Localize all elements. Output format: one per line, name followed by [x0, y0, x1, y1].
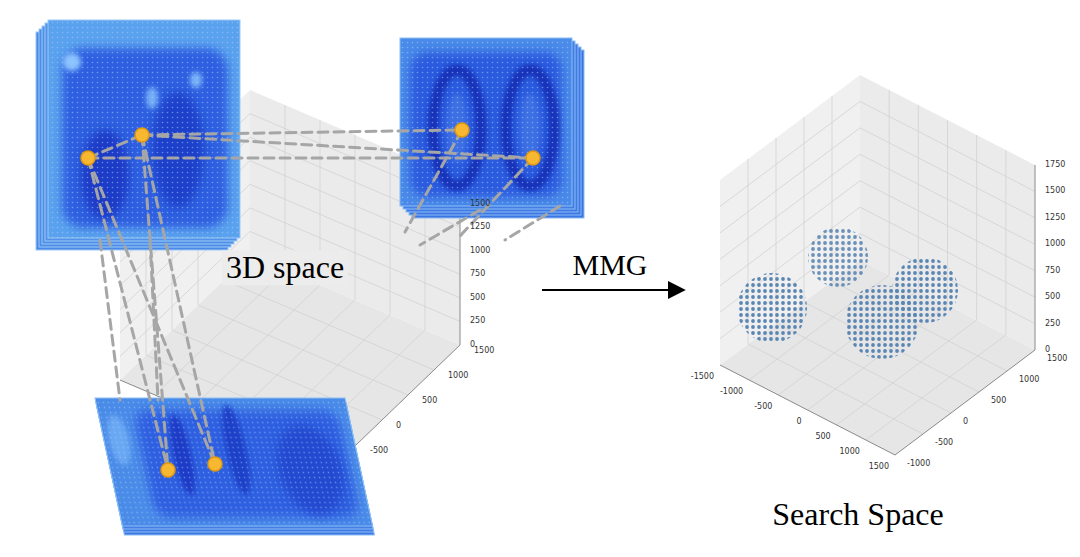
tick-label: 250	[470, 317, 485, 326]
tick-label: 1000	[839, 448, 859, 457]
tick-label: 1500	[1047, 355, 1067, 364]
tick-label: 0	[1045, 346, 1050, 355]
axis-line	[1035, 165, 1036, 350]
tick-label: 250	[1045, 319, 1060, 328]
tick-label: 1250	[470, 223, 490, 232]
grid-line	[1005, 150, 1006, 335]
grid-line	[285, 105, 286, 270]
tick-label: 1000	[448, 372, 468, 381]
grid-line	[355, 135, 356, 300]
tick-label: 1500	[1045, 187, 1065, 196]
heatmap-bottom	[95, 398, 374, 535]
axis-line	[895, 350, 1035, 455]
axis-line	[720, 365, 895, 455]
tick-label: -500	[370, 447, 388, 456]
grid-line	[198, 305, 408, 395]
grid-line	[860, 101, 1035, 191]
tick-label: 1250	[1045, 213, 1065, 222]
method-label: MMG	[572, 248, 647, 281]
tick-label: 750	[470, 270, 485, 279]
grid-line	[390, 150, 391, 315]
tick-label: 500	[470, 293, 485, 302]
projection-lines	[88, 130, 560, 470]
tick-label: -1000	[907, 460, 930, 469]
tick-label: 1000	[1019, 376, 1039, 385]
tick-label: 1750	[1045, 161, 1065, 170]
axis-pane	[720, 75, 860, 365]
tick-label: 1000	[470, 246, 490, 255]
tick-label: 750	[1045, 266, 1060, 275]
grid-line	[976, 135, 977, 320]
tick-label: 0	[963, 418, 968, 427]
point-clusters	[737, 227, 958, 359]
grid-line	[804, 117, 805, 302]
tick-label: 0	[396, 422, 401, 431]
tick-label: 500	[991, 397, 1006, 406]
plot-label: 3D space	[222, 250, 348, 285]
keypoints	[81, 123, 540, 477]
tick-label: -500	[754, 403, 772, 412]
grid-line	[720, 128, 860, 233]
tick-label: -500	[935, 439, 953, 448]
plot-title: Search Space	[772, 497, 943, 532]
grid-line	[860, 128, 1035, 218]
grid-line	[860, 154, 1035, 244]
tick-label: 1500	[470, 199, 490, 208]
grid-line	[889, 90, 890, 275]
tick-label: -1500	[691, 373, 714, 382]
grid-line	[748, 344, 923, 434]
tick-label: 1000	[1045, 240, 1065, 249]
grid-line	[720, 101, 860, 206]
tick-label: 500	[815, 433, 830, 442]
tick-label: 0	[796, 418, 801, 427]
grid-line	[190, 285, 320, 410]
transform-arrow	[542, 289, 684, 291]
tick-label: 500	[1045, 293, 1060, 302]
tick-label: 1500	[474, 347, 494, 356]
tick-label: 1500	[869, 463, 889, 472]
grid-line	[860, 181, 1035, 271]
tick-label: -1000	[720, 388, 743, 397]
tick-label: 500	[422, 397, 437, 406]
